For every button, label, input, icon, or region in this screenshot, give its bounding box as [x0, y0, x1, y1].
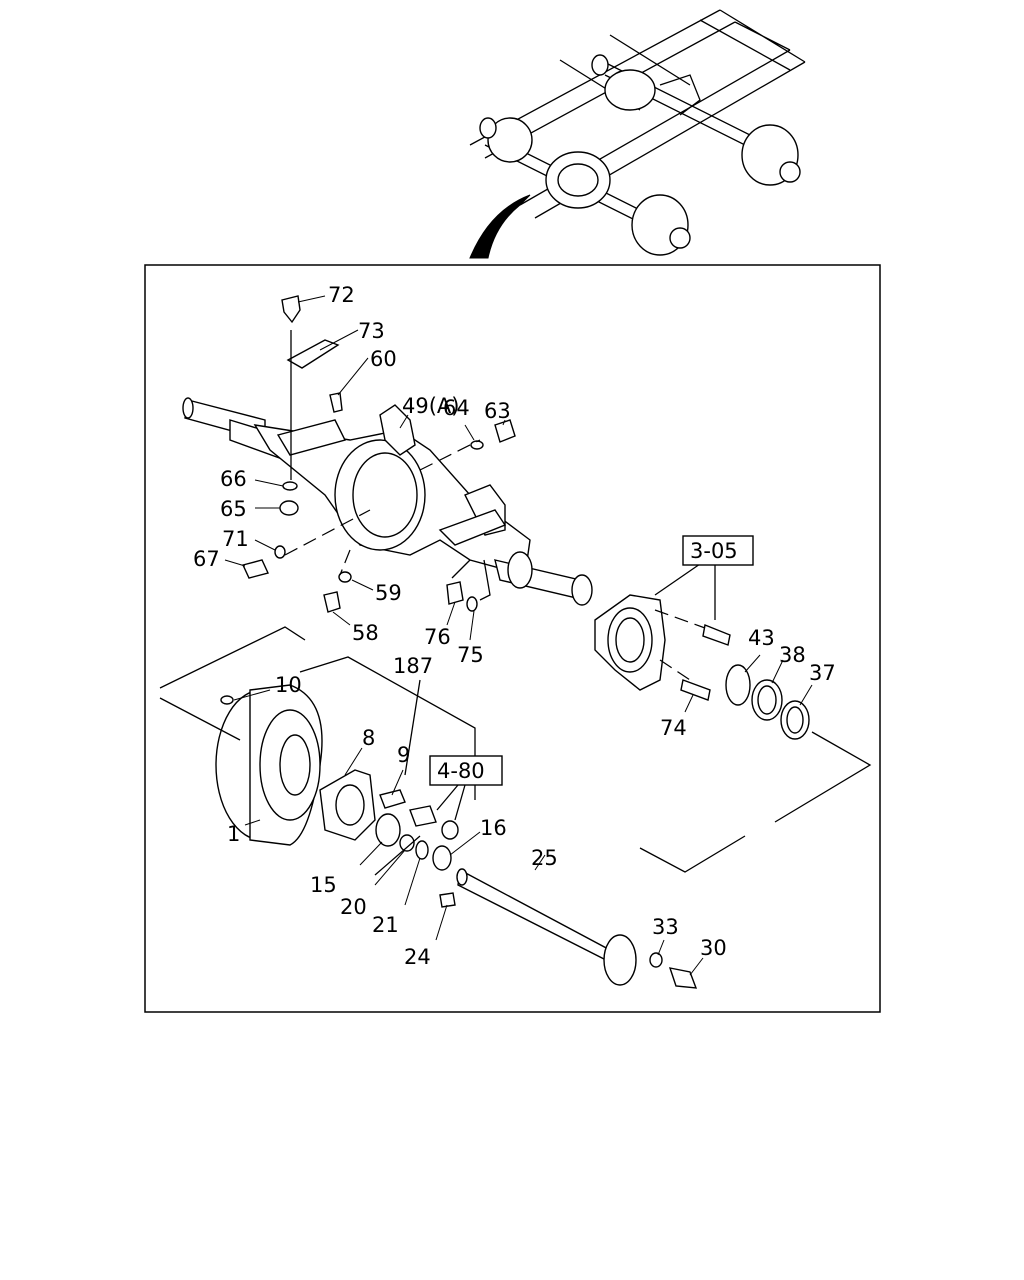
label-72: 72: [328, 283, 355, 307]
label-187: 187: [393, 654, 433, 678]
reference-box-3-05: 3-05: [682, 535, 754, 566]
label-10: 10: [275, 673, 302, 697]
detail-frame: [144, 264, 881, 1013]
ref-4-80: 4-80: [437, 759, 485, 783]
part-labels: 72 73 60 49(A) 63 64 66 65 71 67 59 58 7…: [193, 283, 836, 969]
label-63: 63: [484, 399, 511, 423]
label-65: 65: [220, 497, 247, 521]
label-43: 43: [748, 626, 775, 650]
reference-box-4-80: 4-80: [429, 755, 503, 786]
axle-shaft: [456, 868, 698, 989]
label-66: 66: [220, 467, 247, 491]
label-71: 71: [222, 527, 249, 551]
label-76: 76: [424, 625, 451, 649]
label-24: 24: [404, 945, 431, 969]
label-37: 37: [809, 661, 836, 685]
label-38: 38: [779, 643, 806, 667]
label-25: 25: [531, 846, 558, 870]
label-20: 20: [340, 895, 367, 919]
label-8: 8: [362, 726, 375, 750]
label-30: 30: [700, 936, 727, 960]
chassis-overview-sketch: [469, 9, 806, 259]
label-64: 64: [443, 396, 470, 420]
label-9: 9: [397, 743, 410, 767]
label-74: 74: [660, 716, 687, 740]
ref-3-05: 3-05: [690, 539, 738, 563]
label-73: 73: [358, 319, 385, 343]
seal-rings: [725, 664, 810, 740]
label-1: 1: [227, 822, 240, 846]
label-21: 21: [372, 913, 399, 937]
label-60: 60: [370, 347, 397, 371]
label-58: 58: [352, 621, 379, 645]
label-16: 16: [480, 816, 507, 840]
label-59: 59: [375, 581, 402, 605]
label-33: 33: [652, 915, 679, 939]
brake-carrier: [594, 594, 731, 701]
axle-housing: [182, 397, 593, 606]
label-15: 15: [310, 873, 337, 897]
label-67: 67: [193, 547, 220, 571]
label-75: 75: [457, 643, 484, 667]
brake-drum-hub: [215, 684, 459, 908]
label-49a: 49(A): [402, 394, 459, 418]
